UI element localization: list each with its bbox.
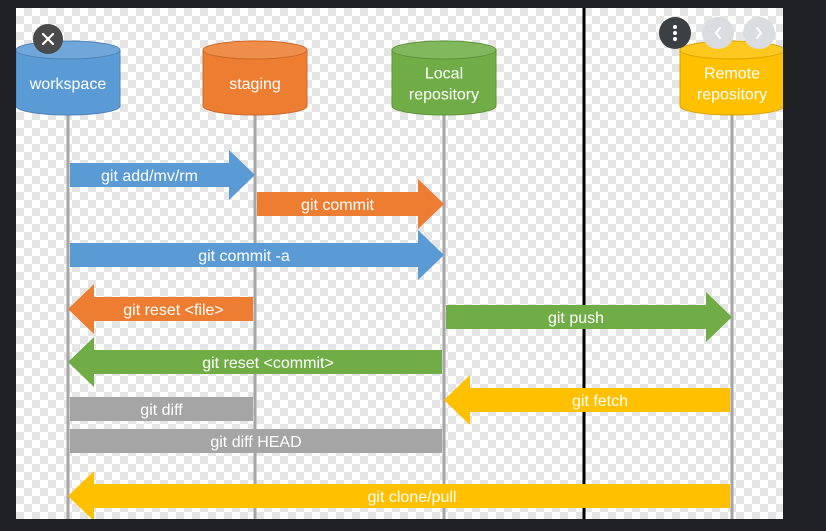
chevron-right-icon — [756, 27, 762, 39]
next-image-button[interactable] — [743, 17, 775, 49]
command-label: git clone/pull — [368, 489, 457, 506]
command-label: git fetch — [572, 393, 628, 410]
command-git-clone-pull: git clone/pull — [68, 471, 730, 519]
lane-remote: Remote repository — [679, 40, 783, 116]
command-label: git reset <file> — [123, 302, 224, 319]
command-label: git push — [548, 310, 604, 327]
more-vertical-icon — [673, 25, 677, 41]
command-git-fetch: git fetch — [444, 375, 730, 425]
close-icon — [41, 32, 55, 46]
lane-label-staging: staging — [229, 76, 281, 93]
command-label: git add/mv/rm — [101, 168, 198, 185]
command-label: git commit -a — [198, 248, 290, 265]
command-label: git commit — [301, 197, 374, 214]
command-git-diff: git diff — [70, 397, 253, 421]
chevron-left-icon — [715, 27, 721, 39]
command-git-commit: git commit — [257, 179, 444, 229]
previous-image-button[interactable] — [702, 17, 734, 49]
command-label: git diff HEAD — [210, 434, 301, 451]
command-git-commit-a: git commit -a — [70, 230, 444, 280]
command-label: git reset <commit> — [202, 355, 334, 372]
lane-staging: staging — [202, 40, 308, 116]
lane-workspace: workspace — [16, 40, 121, 116]
lane-label-workspace: workspace — [29, 76, 107, 93]
lane-label-remote: repository — [697, 87, 767, 104]
more-options-button[interactable] — [659, 17, 691, 49]
command-git-diff-head: git diff HEAD — [70, 429, 442, 453]
command-git-reset-commit: git reset <commit> — [68, 337, 442, 387]
lane-local: Local repository — [391, 40, 497, 116]
lane-label-local: Local — [425, 66, 463, 83]
close-button[interactable] — [33, 24, 63, 54]
command-git-push: git push — [446, 292, 732, 342]
command-git-add-mv-rm: git add/mv/rm — [70, 150, 255, 200]
diagram-canvas: workspace staging Local repository Remote rep… — [16, 8, 783, 519]
command-git-reset-file: git reset <file> — [68, 284, 253, 334]
lane-label-remote: Remote — [704, 66, 760, 83]
git-workflow-diagram: workspace staging Local repository Remote rep… — [16, 8, 783, 519]
lane-label-local: repository — [409, 87, 479, 104]
command-label: git diff — [140, 402, 183, 419]
